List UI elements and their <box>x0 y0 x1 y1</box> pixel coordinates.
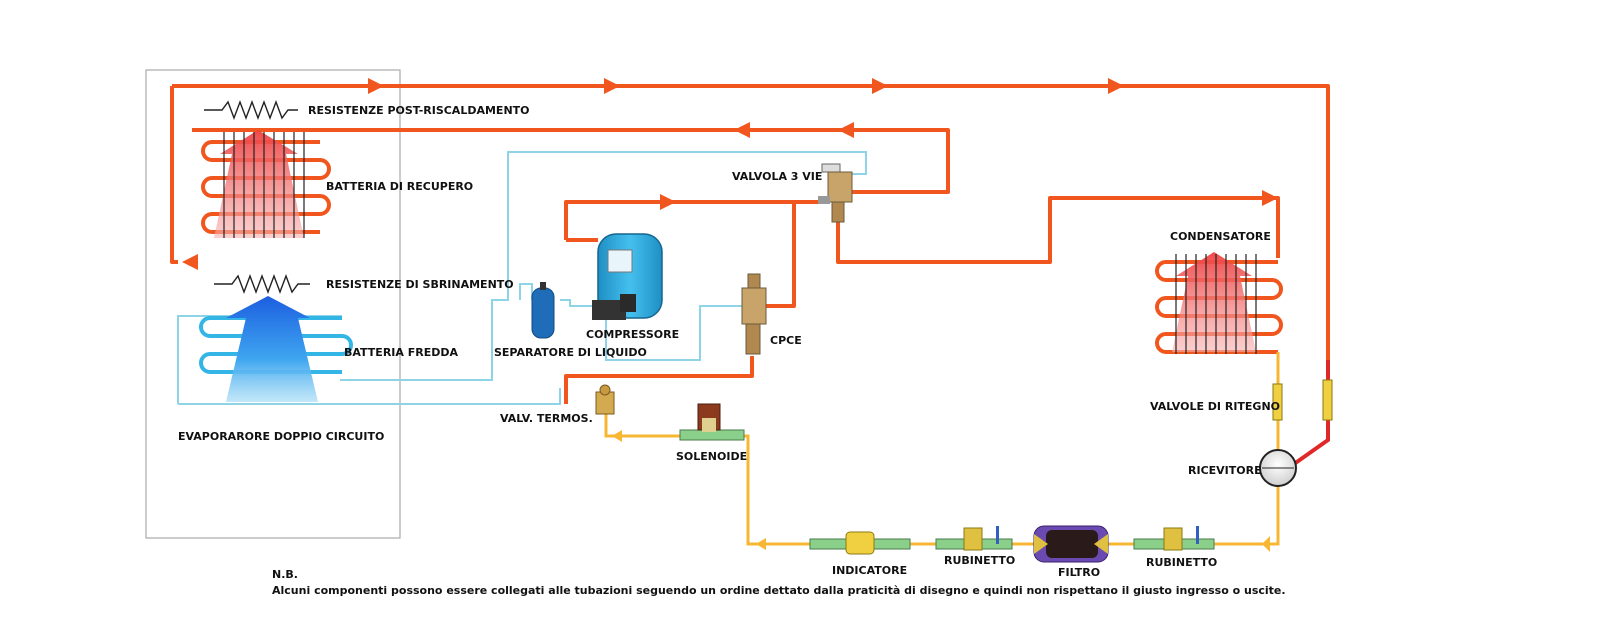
filter-drier-icon <box>1033 525 1109 563</box>
recovery-airflow-arrow <box>214 130 304 238</box>
solenoid-valve-icon <box>679 403 745 441</box>
defrost-resistor-icon <box>214 274 310 294</box>
label-receiver: RICEVITORE <box>1188 464 1262 477</box>
check-valve-icons <box>1272 379 1333 421</box>
label-post-heating-resistors: RESISTENZE POST-RISCALDAMENTO <box>308 104 530 117</box>
cold-coil <box>199 296 353 402</box>
cold-airflow-arrow <box>226 296 318 402</box>
label-condenser: CONDENSATORE <box>1170 230 1271 243</box>
note-title: N.B. <box>272 568 298 581</box>
three-way-valve-icon <box>818 163 853 223</box>
post-heating-resistor-icon <box>204 100 298 120</box>
label-tap-right: RUBINETTO <box>1146 556 1217 569</box>
tap-valve-right-icon <box>1133 526 1215 551</box>
label-evaporator: EVAPORARORE DOPPIO CIRCUITO <box>178 430 384 443</box>
label-three-way-valve: VALVOLA 3 VIE <box>732 170 822 183</box>
label-compressor: COMPRESSORE <box>586 328 679 341</box>
label-cold-coil: BATTERIA FREDDA <box>344 346 458 359</box>
evaporator-frame <box>145 69 401 539</box>
flow-arrows <box>182 78 1278 270</box>
label-liquid-separator: SEPARATORE DI LIQUIDO <box>494 346 647 359</box>
label-recovery-coil: BATTERIA DI RECUPERO <box>326 180 473 193</box>
cpce-valve-icon <box>741 273 767 355</box>
label-thermostatic-valve: VALV. TERMOS. <box>500 412 593 425</box>
hot-gas-lines <box>170 84 1330 404</box>
label-cpce: CPCE <box>770 334 802 347</box>
tap-valve-left-icon <box>935 526 1013 551</box>
compressor-icon <box>592 233 663 320</box>
thermostatic-valve-icon <box>595 384 615 415</box>
liquid-lines <box>604 352 1280 546</box>
label-indicator: INDICATORE <box>832 564 907 577</box>
label-check-valves: VALVOLE DI RITEGNO <box>1150 400 1280 413</box>
liquid-separator-icon <box>531 282 555 339</box>
note-text: Alcuni componenti possono essere collega… <box>272 584 1286 597</box>
liquid-flow-arrows <box>612 430 1270 552</box>
label-defrost-resistors: RESISTENZE DI SBRINAMENTO <box>326 278 514 291</box>
label-solenoid: SOLENOIDE <box>676 450 747 463</box>
sight-glass-indicator-icon <box>809 531 911 555</box>
recovery-coil <box>201 130 331 238</box>
condenser-airflow-arrow <box>1172 252 1256 352</box>
condenser-coil <box>1155 252 1283 354</box>
receiver-icon <box>1259 449 1297 487</box>
label-tap-left: RUBINETTO <box>944 554 1015 567</box>
label-filter: FILTRO <box>1058 566 1100 579</box>
